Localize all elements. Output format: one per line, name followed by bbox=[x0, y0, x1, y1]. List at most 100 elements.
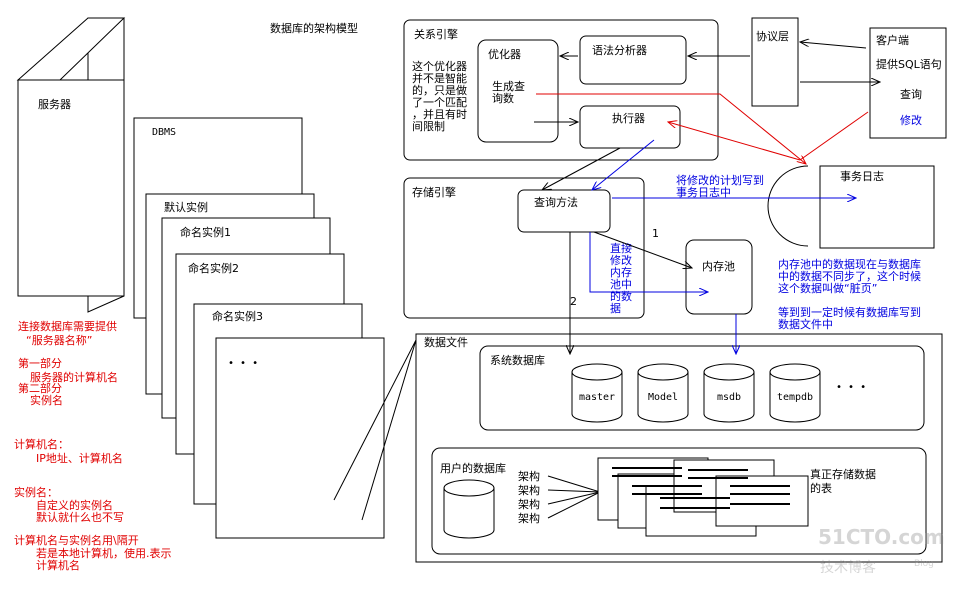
log-plan-note: 事务日志中 bbox=[676, 186, 731, 199]
diagram-title: 数据库的架构模型 bbox=[270, 21, 358, 35]
system-db-cylinder: Model bbox=[637, 363, 689, 423]
transaction-log: 事务日志 bbox=[767, 165, 935, 249]
watermark-blog: 技术博客 bbox=[820, 559, 876, 576]
optimizer-label: 优化器 bbox=[488, 47, 521, 61]
generate-plan-label: 生成查 bbox=[492, 79, 525, 93]
system-db-cylinder: msdb bbox=[703, 363, 755, 423]
log-to-executor-arrow bbox=[668, 122, 801, 161]
schema-label: 架构 bbox=[518, 469, 540, 483]
system-db-label: master bbox=[579, 392, 615, 403]
table-sheets bbox=[597, 457, 809, 537]
parser-label: 语法分析器 bbox=[592, 43, 647, 57]
data-files-label: 数据文件 bbox=[424, 335, 468, 349]
dbms-label: DBMS bbox=[152, 127, 176, 138]
default-instance-label: 默认实例 bbox=[164, 200, 208, 214]
system-db-cylinders: master Model msdb tempdb bbox=[571, 363, 821, 423]
optimizer-note-line: 间限制 bbox=[412, 120, 445, 133]
server-label: 服务器 bbox=[38, 98, 71, 111]
note-line: 实例名： bbox=[14, 485, 58, 499]
buffer-pool-label: 内存池 bbox=[702, 259, 735, 273]
tables-label: 的表 bbox=[810, 481, 832, 495]
optimizer-note-line: 并不是智能 bbox=[412, 71, 467, 85]
note-line: 第一部分 bbox=[18, 356, 62, 370]
optimizer-note-line: 这个优化器 bbox=[412, 59, 467, 73]
note-line: 服务器的计算机名 bbox=[30, 370, 118, 384]
note-line: 自定义的实例名 bbox=[36, 498, 113, 512]
direct-modify-note: 直接 bbox=[610, 241, 632, 255]
executor-to-access-arrow bbox=[542, 147, 621, 190]
parser-box bbox=[579, 35, 687, 85]
client-sql-label: 提供SQL语句 bbox=[876, 57, 942, 71]
log-plan-note: 将修改的计划写到 bbox=[676, 173, 764, 187]
note-line: “服务器名称” bbox=[26, 333, 92, 347]
note-line: 连接数据库需要提供 bbox=[18, 319, 117, 333]
system-db-label: msdb bbox=[717, 392, 741, 403]
executor-to-access-blue-arrow bbox=[592, 139, 655, 190]
more-system-dbs-dots: • • • bbox=[836, 382, 866, 393]
dirty-note-line: 等到到一定时候有数据库写到 bbox=[778, 305, 921, 319]
executor-box bbox=[579, 105, 681, 149]
dbms-stack: DBMS 默认实例 命名实例1 命名实例2 命名实例3 • • • bbox=[133, 117, 385, 539]
executor-label: 执行器 bbox=[612, 111, 645, 125]
watermark-blog-en: Blog bbox=[914, 559, 934, 569]
note-line: 实例名 bbox=[30, 393, 63, 407]
buffer-pool-box bbox=[685, 239, 753, 315]
protocol-layer-box bbox=[751, 17, 799, 107]
storage-engine-label: 存储引擎 bbox=[412, 185, 456, 199]
named-instance-3-label: 命名实例3 bbox=[212, 309, 263, 323]
red-arrows bbox=[536, 93, 869, 164]
note-line: 若是本地计算机，使用.表示 bbox=[36, 546, 172, 560]
optimizer-box bbox=[477, 39, 559, 143]
storage-engine: 存储引擎 查询方法 内存池 直接 修改 内存 池中 的数 据 1 2 bbox=[403, 177, 753, 319]
schema-label: 架构 bbox=[518, 497, 540, 511]
connection-notes: 连接数据库需要提供 “服务器名称” 第一部分 服务器的计算机名 第二部分 实例名… bbox=[14, 319, 172, 572]
direct-modify-note: 修改 bbox=[610, 253, 632, 267]
user-databases-label: 用户的数据库 bbox=[440, 461, 506, 475]
access-methods-label: 查询方法 bbox=[534, 195, 578, 209]
optimizer-note-line: ，并且有时 bbox=[412, 107, 467, 121]
blue-arrows bbox=[589, 139, 856, 354]
schema-connector bbox=[547, 491, 601, 505]
black-arrows bbox=[534, 42, 880, 354]
client-query-label: 查询 bbox=[900, 87, 922, 101]
path-number-1: 1 bbox=[652, 227, 659, 240]
schema-connector bbox=[547, 489, 601, 493]
system-db-cylinder: tempdb bbox=[769, 363, 821, 423]
relational-engine: 关系引擎 这个优化器 并不是智能 的，只是做 了一个匹配 ，并且有时 间限制 优… bbox=[403, 19, 719, 161]
note-line: 计算机名与实例名用\隔开 bbox=[14, 533, 139, 547]
dirty-note-line: 内存池中的数据现在与数据库 bbox=[778, 257, 921, 271]
more-instances-panel bbox=[215, 337, 385, 539]
watermark: 51CTO.com 技术博客 Blog bbox=[818, 525, 945, 576]
system-db-label: Model bbox=[648, 392, 678, 403]
optimizer-note-line: 的，只是做 bbox=[412, 83, 467, 97]
dirty-note-line: 这个数据叫做“脏页” bbox=[778, 281, 877, 295]
tables-label: 真正存储数据 bbox=[810, 467, 876, 481]
schema-label: 架构 bbox=[518, 483, 540, 497]
client-modify-label: 修改 bbox=[900, 113, 922, 127]
transaction-log-label: 事务日志 bbox=[840, 170, 884, 183]
user-db-cylinder bbox=[443, 479, 495, 539]
client-box: 客户端 提供SQL语句 查询 修改 bbox=[869, 27, 947, 139]
system-db-cylinder: master bbox=[571, 363, 623, 423]
watermark-site: 51CTO.com bbox=[818, 525, 945, 549]
direct-modify-note: 据 bbox=[610, 301, 621, 315]
note-line: 计算机名 bbox=[36, 558, 80, 572]
schema-connector bbox=[547, 491, 601, 519]
system-db-label: tempdb bbox=[777, 392, 813, 403]
generate-plan-label: 询数 bbox=[492, 92, 514, 105]
access-methods-box bbox=[517, 189, 611, 233]
named-instance-2-label: 命名实例2 bbox=[188, 261, 239, 275]
note-line: 第二部分 bbox=[18, 381, 62, 395]
schema-label: 架构 bbox=[518, 511, 540, 525]
named-instance-1-label: 命名实例1 bbox=[180, 225, 231, 239]
server-box: 服务器 bbox=[16, 17, 126, 313]
schema-connector bbox=[547, 475, 601, 493]
direct-modify-note: 池中 bbox=[610, 278, 632, 291]
access-to-buffer-arrow bbox=[593, 231, 692, 268]
dirty-note-line: 中的数据不同步了，这个时候 bbox=[778, 269, 921, 283]
protocol-layer-label: 协议层 bbox=[756, 29, 789, 43]
client-to-log-line bbox=[799, 111, 869, 161]
